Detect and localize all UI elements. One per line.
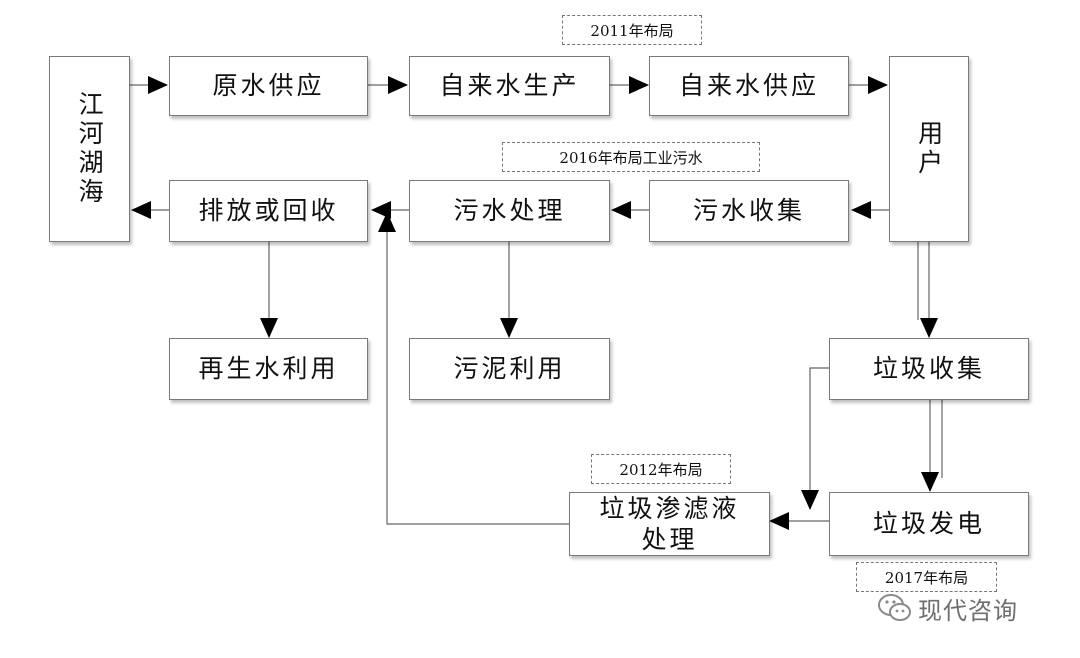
node-raw-water-supply: 原水供应 bbox=[169, 56, 368, 116]
node-tap-water-production: 自来水生产 bbox=[409, 56, 610, 116]
node-sludge-use: 污泥利用 bbox=[409, 338, 610, 400]
node-user: 用户 bbox=[889, 56, 969, 242]
tag-2011-layout: 2011年布局 bbox=[562, 15, 702, 45]
tag-2017-layout: 2017年布局 bbox=[856, 562, 997, 592]
arrow-leachate-to-discharge bbox=[378, 212, 569, 525]
node-garbage-power: 垃圾发电 bbox=[829, 492, 1029, 556]
node-tap-water-supply: 自来水供应 bbox=[649, 56, 849, 116]
node-sewage-treatment: 污水处理 bbox=[409, 180, 610, 242]
watermark-text: 现代咨询 bbox=[918, 596, 1018, 625]
watermark: 现代咨询 bbox=[876, 590, 1018, 626]
wechat-icon bbox=[878, 594, 911, 621]
node-discharge-or-recycle: 排放或回收 bbox=[169, 180, 368, 242]
arrow-garbage-collection-to-leachate bbox=[801, 367, 829, 510]
tag-2016-layout-industrial-sewage: 2016年布局工业污水 bbox=[502, 142, 760, 172]
node-sewage-collection: 污水收集 bbox=[649, 180, 849, 242]
tag-2012-layout: 2012年布局 bbox=[591, 454, 731, 484]
node-leachate-treatment-line2: 处理 bbox=[641, 525, 698, 554]
node-reclaimed-water-use: 再生水利用 bbox=[169, 338, 368, 400]
node-leachate-treatment: 垃圾渗滤液 处理 bbox=[569, 492, 770, 556]
node-leachate-treatment-line1: 垃圾渗滤液 bbox=[599, 493, 740, 523]
node-garbage-collection: 垃圾收集 bbox=[829, 338, 1029, 400]
node-rivers-lakes-seas: 江河湖海 bbox=[49, 56, 130, 242]
